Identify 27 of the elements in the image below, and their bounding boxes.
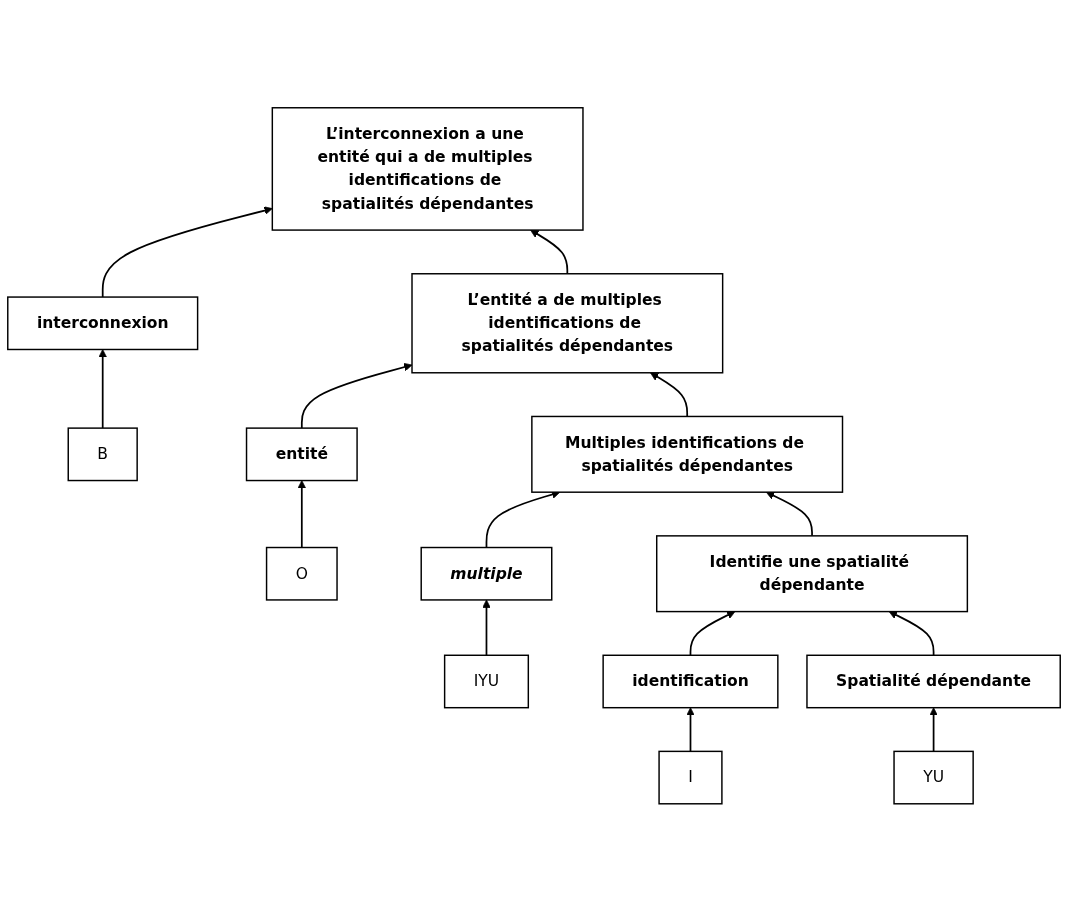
node-box: I [658, 750, 723, 805]
arrow [686, 707, 695, 752]
node-box: interconnexion [7, 296, 199, 350]
arrow [650, 372, 689, 418]
arrow [101, 206, 273, 298]
node-box: O [265, 546, 338, 601]
arrow [929, 707, 938, 752]
node-box: identification [602, 654, 779, 709]
node-box: Multiples identifications de spatialités dépendantes [531, 415, 844, 493]
node-box: multiple [420, 546, 553, 601]
node-box: Spatialité dépendante [806, 654, 1061, 709]
arrow [689, 610, 736, 656]
arrow [98, 348, 107, 429]
arrow [297, 479, 307, 549]
arrow [888, 610, 935, 656]
node-box: B [67, 427, 138, 481]
arrow [765, 491, 813, 537]
node-box: L’entité a de multiples identifications de spatialités dépendantes [411, 272, 724, 374]
arrow [482, 599, 491, 656]
node-box: IYU [443, 654, 530, 709]
node-box: L’interconnexion a une entité qui a de multiples identifications de spatialités dépendantes [271, 106, 584, 231]
node-box: Identifie une spatialité dépendante [656, 534, 969, 613]
arrow [300, 362, 413, 429]
node-box: entité [245, 427, 358, 481]
arrow [485, 490, 561, 549]
arrow [530, 229, 569, 275]
node-box: YU [893, 750, 974, 805]
